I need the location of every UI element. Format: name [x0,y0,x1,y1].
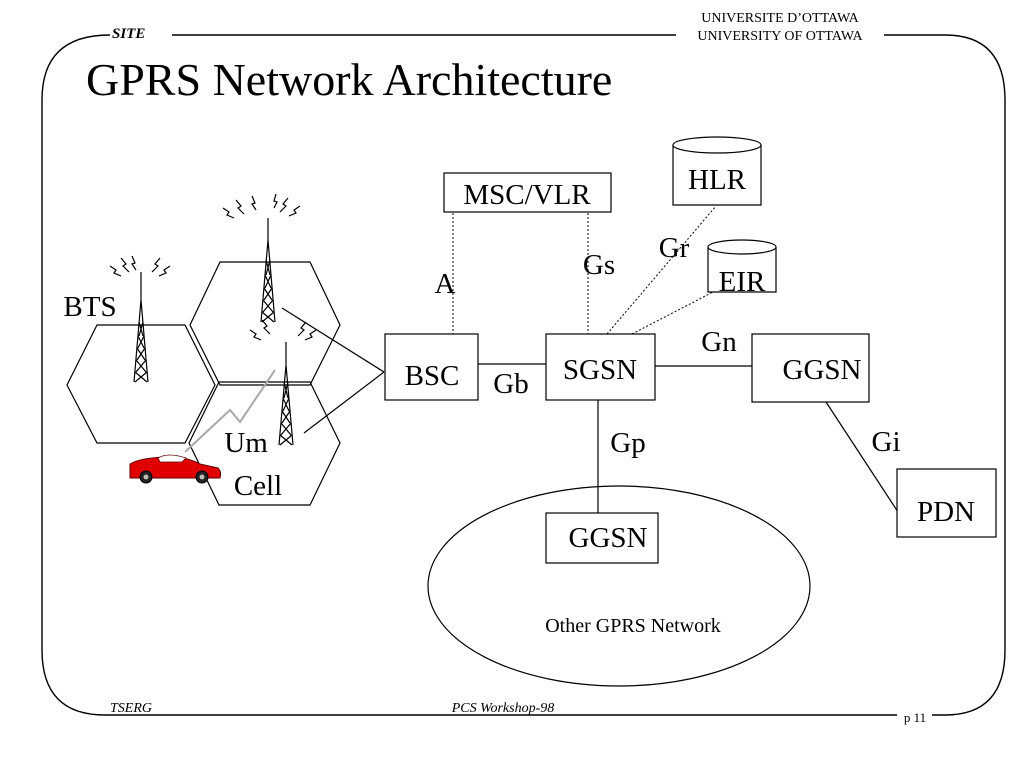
link-eir [631,291,714,335]
cell-hexagons [66,261,341,506]
node-hlr: HLR [672,136,762,206]
link-gr [606,205,717,335]
interface-a-label: A [435,268,456,300]
university-name-fr: UNIVERSITE D’OTTAWA [701,11,859,26]
cell-label: Cell [234,470,282,502]
ggsn-other-label: GGSN [569,522,648,554]
bsc-label: BSC [405,360,460,392]
hexagon-top [189,261,341,386]
other-network-label: Other GPRS Network [545,615,721,637]
node-pdn: PDN [896,468,997,538]
node-msc-vlr: MSC/VLR [443,172,612,213]
node-bsc: BSC [384,333,479,401]
bts-label: BTS [63,291,116,323]
bts-bsc-links [281,307,385,434]
interface-gs-label: Gs [583,249,615,281]
bts-tower-left [109,255,171,383]
car-icon [129,454,222,484]
solid-links [478,363,899,513]
interface-gp-label: Gp [610,427,645,459]
site-logo: SITE [112,26,145,42]
footer-left: TSERG [110,701,152,716]
um-radio-link [184,369,276,453]
interface-gr-label: Gr [659,232,690,264]
interface-gi-label: Gi [872,426,901,458]
node-ggsn: GGSN [751,333,870,403]
hexagon-bottom [188,381,341,506]
node-sgsn: SGSN [545,333,656,401]
footer-center: PCS Workshop-98 [451,701,555,716]
eir-label: EIR [719,266,766,298]
dotted-links [452,205,717,335]
pdn-label: PDN [917,496,975,528]
interface-um-label: Um [224,427,268,459]
interface-gn-label: Gn [701,326,737,358]
other-gprs-network: GGSN Other GPRS Network [427,485,811,687]
page-number: p 11 [904,710,926,725]
ggsn-label: GGSN [783,354,862,386]
university-name-en: UNIVERSITY OF OTTAWA [697,29,863,44]
sgsn-label: SGSN [563,354,637,386]
node-ggsn-other [545,512,659,564]
bts-tower-top [222,193,301,323]
msc-vlr-label: MSC/VLR [463,179,591,211]
hexagon-left [66,324,216,444]
bts-tower-bottom [249,319,317,446]
interface-gb-label: Gb [493,368,528,400]
link-gi [825,401,899,513]
slide-title: GPRS Network Architecture [86,54,612,105]
node-eir: EIR [707,239,777,298]
hlr-label: HLR [688,164,747,196]
slide-frame [41,34,1006,716]
